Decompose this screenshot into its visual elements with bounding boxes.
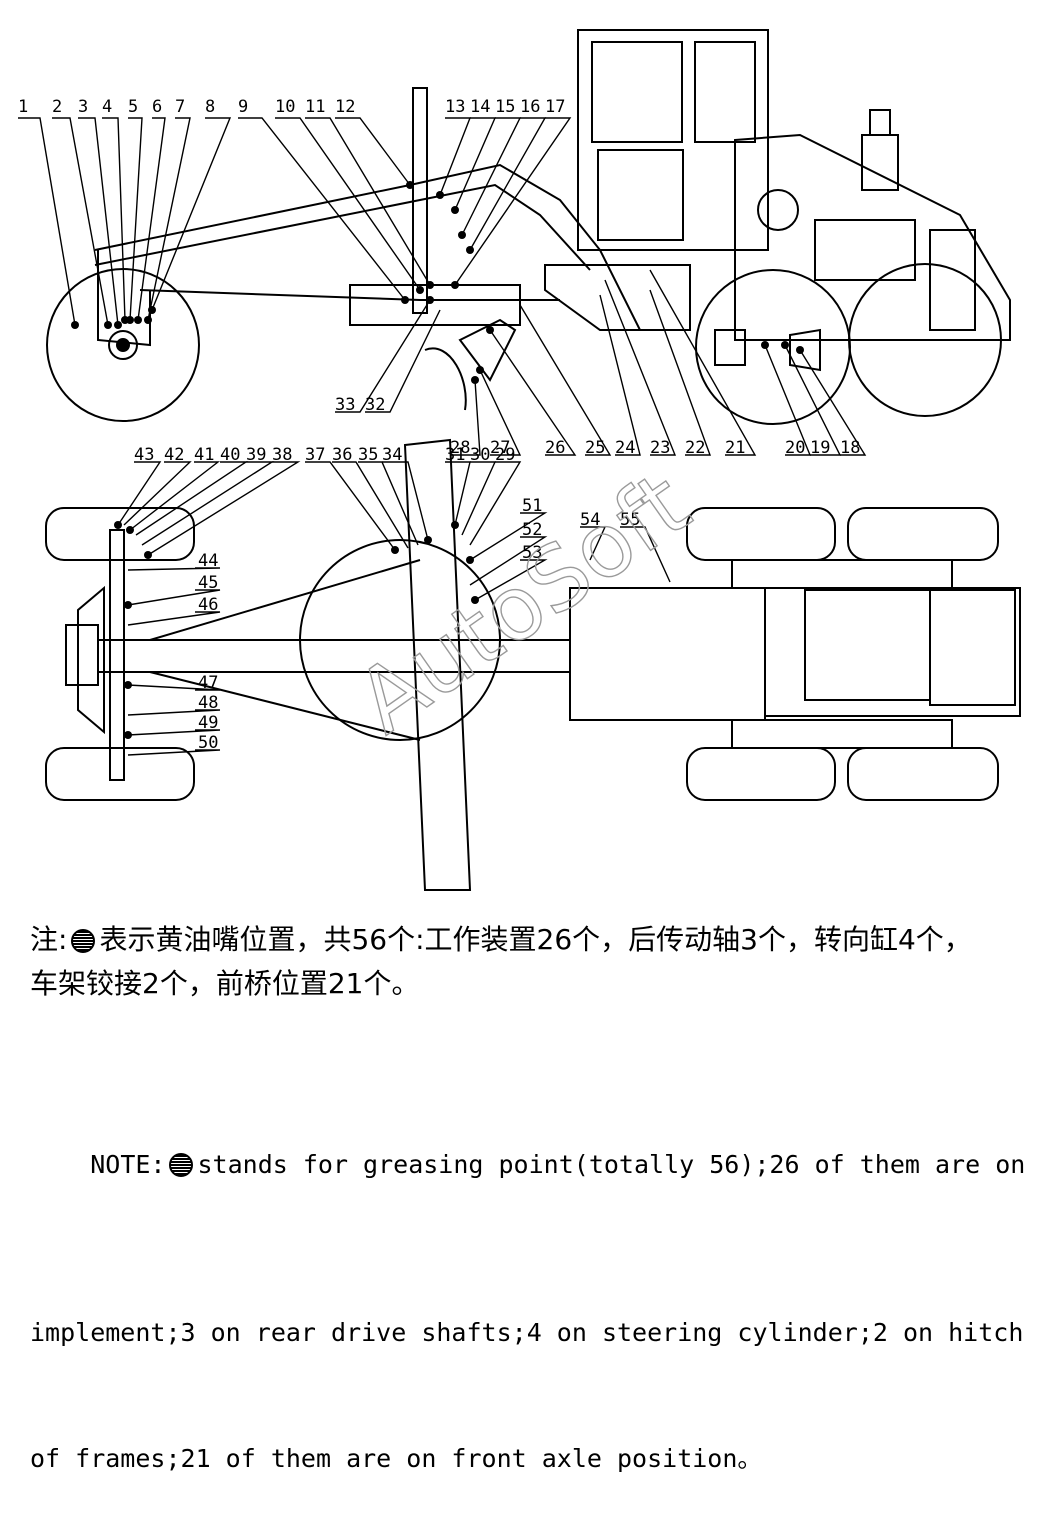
engine-hood xyxy=(734,133,1011,341)
callout-label: 19 xyxy=(810,438,830,458)
note-zh-line-2: 车架铰接2个，前桥位置21个。 xyxy=(30,967,420,1000)
callout-leaders-top xyxy=(18,117,572,326)
callout-label: 14 xyxy=(470,97,490,117)
callout-label: 39 xyxy=(246,445,266,465)
rear-tyre-4 xyxy=(847,747,999,801)
greasing-point-icon xyxy=(71,929,96,953)
callout-label: 38 xyxy=(272,445,292,465)
front-left-tyre xyxy=(45,507,195,561)
rear-wheel-1-side xyxy=(695,269,851,425)
callout-label: 6 xyxy=(152,97,162,117)
callout-labels-plan-top: 43 42 41 40 39 38 37 36 35 34 31 30 29 xyxy=(134,445,515,465)
callout-leaders-mid xyxy=(335,269,867,456)
callout-label: 51 xyxy=(522,496,542,516)
circle-turntable xyxy=(299,539,501,741)
note-zh-prefix: 注: xyxy=(30,923,68,956)
note-en-prefix: NOTE: xyxy=(90,1150,166,1179)
moldboard xyxy=(403,438,472,891)
callout-label: 31 xyxy=(445,445,465,465)
callout-label: 41 xyxy=(194,445,214,465)
callout-label: 4 xyxy=(102,97,112,117)
callout-label: 33 xyxy=(335,395,355,415)
rear-tyre-2 xyxy=(847,507,999,561)
callout-label: 27 xyxy=(490,438,510,458)
note-en-text-1: stands for greasing point(totally 56);26… xyxy=(197,1150,1026,1179)
callout-label: 16 xyxy=(520,97,540,117)
callout-label: 45 xyxy=(198,573,218,593)
callout-label: 52 xyxy=(522,520,542,540)
greasing-point-markers xyxy=(71,181,804,739)
callout-label: 17 xyxy=(545,97,565,117)
callout-label: 7 xyxy=(175,97,185,117)
callout-label: 11 xyxy=(305,97,325,117)
cab xyxy=(577,29,769,251)
callout-label: 55 xyxy=(620,510,640,530)
callout-label: 12 xyxy=(335,97,355,117)
callout-label: 47 xyxy=(198,673,218,693)
callout-label: 23 xyxy=(650,438,670,458)
callout-label: 48 xyxy=(198,693,218,713)
callout-label: 26 xyxy=(545,438,565,458)
callout-label: 53 xyxy=(522,543,542,563)
callout-label: 50 xyxy=(198,733,218,753)
front-right-tyre xyxy=(45,747,195,801)
callout-label: 13 xyxy=(445,97,465,117)
callout-label: 25 xyxy=(585,438,605,458)
rear-tyre-3 xyxy=(686,747,836,801)
callout-label: 9 xyxy=(238,97,248,117)
callout-label: 1 xyxy=(18,97,28,117)
callout-label: 20 xyxy=(785,438,805,458)
callout-label: 10 xyxy=(275,97,295,117)
greasing-point-icon xyxy=(169,1153,194,1177)
callout-label: 22 xyxy=(685,438,705,458)
side-view xyxy=(46,29,1011,425)
plan-view xyxy=(45,438,1021,891)
callout-label: 8 xyxy=(205,97,215,117)
note-en-line-1: NOTE: stands for greasing point(totally 5… xyxy=(30,1102,1030,1228)
callout-label: 43 xyxy=(134,445,154,465)
callout-labels-top: 1 2 3 4 5 6 7 8 9 10 11 12 13 14 15 16 1… xyxy=(18,97,565,117)
callout-labels-plan-side: 51 52 54 55 53 44 45 46 47 48 49 50 xyxy=(198,496,640,753)
callout-label: 18 xyxy=(840,438,860,458)
callout-label: 32 xyxy=(365,395,385,415)
callout-label: 46 xyxy=(198,595,218,615)
callout-label: 30 xyxy=(470,445,490,465)
callout-label: 37 xyxy=(305,445,325,465)
callout-label: 40 xyxy=(220,445,240,465)
callout-label: 15 xyxy=(495,97,515,117)
callout-label: 29 xyxy=(495,445,515,465)
callout-label: 28 xyxy=(450,438,470,458)
note-zh-line-1: 注: 表示黄油嘴位置，共56个:工作装置26个，后传动轴3个，转向缸4个， xyxy=(30,918,1030,962)
note-en-line-2: implement;3 on rear drive shafts;4 on st… xyxy=(30,1318,1024,1347)
note-chinese: 注: 表示黄油嘴位置，共56个:工作装置26个，后传动轴3个，转向缸4个， 车架铰… xyxy=(30,918,1030,1006)
callout-label: 42 xyxy=(164,445,184,465)
callout-label: 2 xyxy=(52,97,62,117)
grader-greasing-diagram: 1 2 3 4 5 6 7 8 9 10 11 12 13 14 15 16 1… xyxy=(18,29,1021,891)
callout-label: 35 xyxy=(358,445,378,465)
callout-label: 24 xyxy=(615,438,635,458)
callout-label: 5 xyxy=(128,97,138,117)
callout-leaders-plan xyxy=(117,461,671,756)
callout-label: 36 xyxy=(332,445,352,465)
note-english: NOTE: stands for greasing point(totally 5… xyxy=(30,1018,1030,1522)
callout-labels-mid: 33 32 28 27 26 25 24 23 22 21 20 19 18 xyxy=(335,395,860,458)
callout-label: 49 xyxy=(198,713,218,733)
callout-label: 3 xyxy=(78,97,88,117)
callout-label: 54 xyxy=(580,510,600,530)
callout-label: 44 xyxy=(198,551,218,571)
callout-label: 34 xyxy=(382,445,402,465)
callout-label: 21 xyxy=(725,438,745,458)
note-zh-text-1: 表示黄油嘴位置，共56个:工作装置26个，后传动轴3个，转向缸4个， xyxy=(99,923,972,956)
note-en-line-3: of frames;21 of them are on front axle p… xyxy=(30,1444,763,1473)
rear-tyre-1 xyxy=(686,507,836,561)
